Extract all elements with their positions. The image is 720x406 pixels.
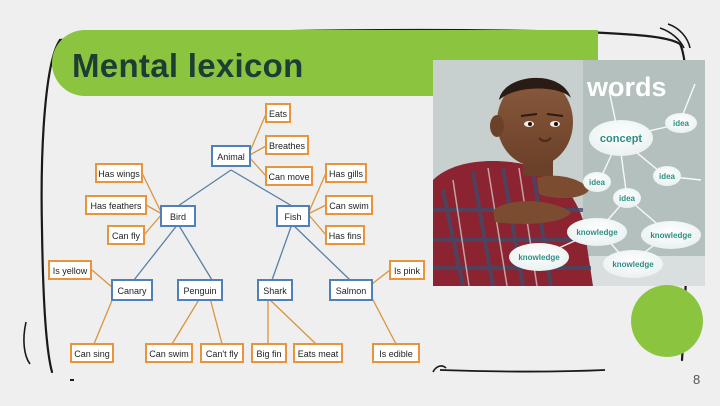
- bubble-concept: concept: [589, 120, 653, 156]
- node-label: Bird: [170, 212, 186, 222]
- slide-title: Mental lexicon: [72, 47, 304, 84]
- edge-bird-has-wings: [141, 172, 163, 215]
- node-has-wings: Has wings: [95, 163, 143, 183]
- node-can-move: Can move: [265, 166, 313, 186]
- bubble-knowledge-2: knowledge: [641, 221, 701, 249]
- bubble-idea-4: idea: [653, 166, 681, 186]
- node-label: Eats: [269, 109, 288, 119]
- edge-animal-fish: [230, 169, 293, 207]
- edge-canary-can-sing: [93, 297, 114, 345]
- node-label: Has gills: [329, 169, 364, 179]
- edge-fish-can-swim: [307, 204, 327, 215]
- node-has-gills: Has gills: [325, 163, 367, 183]
- node-shark: Shark: [257, 279, 293, 301]
- node-label: Fish: [284, 212, 301, 222]
- node-label: Is yellow: [53, 266, 88, 276]
- bubble-label: idea: [619, 194, 636, 203]
- bubble-label: knowledge: [612, 260, 654, 269]
- node-has-fins: Has fins: [325, 225, 365, 245]
- node-label: Animal: [217, 152, 245, 162]
- node-label: Penguin: [183, 286, 216, 296]
- edge-shark-eats-meat: [267, 297, 317, 345]
- edge-penguin-cant-fly: [209, 297, 223, 345]
- bubble-knowledge-4: knowledge: [603, 250, 663, 278]
- node-fish: Fish: [276, 205, 310, 227]
- node-animal: Animal: [211, 145, 251, 167]
- node-label: Is pink: [394, 266, 421, 276]
- edge-animal-bird: [177, 169, 232, 207]
- bubble-knowledge-1: knowledge: [567, 218, 627, 246]
- edge-salmon-is-pink: [371, 269, 391, 285]
- node-is-pink: Is pink: [389, 260, 425, 280]
- node-label: Shark: [263, 286, 287, 296]
- edge-canary-is-yellow: [91, 269, 114, 289]
- bubble-knowledge-3: knowledge: [509, 243, 569, 271]
- node-breathes: Breathes: [265, 135, 309, 155]
- bubble-label: knowledge: [518, 253, 560, 262]
- node-bird: Bird: [160, 205, 196, 227]
- bubble-label: idea: [673, 119, 690, 128]
- edge-penguin-can-swim: [171, 297, 201, 345]
- node-can-fly: Can fly: [107, 225, 145, 245]
- node-label: Can swim: [329, 201, 369, 211]
- edge-fish-salmon: [291, 223, 351, 281]
- node-can-sing: Can sing: [70, 343, 114, 363]
- bubble-label: idea: [659, 172, 676, 181]
- bubble-idea-2: idea: [583, 172, 611, 192]
- node-is-edible: Is edible: [372, 343, 420, 363]
- bubble-label: idea: [589, 178, 606, 187]
- page-number: 8: [693, 372, 701, 387]
- node-is-yellow: Is yellow: [48, 260, 92, 280]
- node-label: Canary: [117, 286, 147, 296]
- node-eats-meat: Eats meat: [293, 343, 343, 363]
- bubble-idea-3: idea: [613, 188, 641, 208]
- node-cant-fly: Can't fly: [200, 343, 244, 363]
- node-big-fin: Big fin: [251, 343, 287, 363]
- edge-salmon-is-edible: [371, 297, 397, 345]
- node-label: Can't fly: [206, 349, 239, 359]
- node-salmon: Salmon: [329, 279, 373, 301]
- edge-bird-has-feathers: [145, 204, 163, 215]
- node-canary: Canary: [111, 279, 153, 301]
- bubble-idea-1: idea: [665, 113, 697, 133]
- node-label: Can move: [268, 172, 309, 182]
- node-label: Has feathers: [90, 201, 142, 211]
- node-label: Can sing: [74, 349, 110, 359]
- node-label: Breathes: [269, 141, 306, 151]
- bubble-label: knowledge: [650, 231, 692, 240]
- node-label: Can fly: [112, 231, 141, 241]
- edge-fish-has-fins: [307, 213, 327, 236]
- edge-bird-can-fly: [143, 213, 163, 236]
- bubble-label: knowledge: [576, 228, 618, 237]
- node-label: Eats meat: [298, 349, 339, 359]
- node-label: Salmon: [336, 286, 367, 296]
- decorative-green-circle: [631, 285, 703, 357]
- node-label: Big fin: [256, 349, 281, 359]
- node-penguin: Penguin: [177, 279, 223, 301]
- node-label: Has wings: [98, 169, 140, 179]
- edge-fish-shark: [271, 223, 293, 281]
- node-label: Can swim: [149, 349, 189, 359]
- photo-illustration: words concept idea idea idea idea: [433, 60, 705, 286]
- photo-child-word-cloud: words concept idea idea idea idea: [433, 60, 705, 286]
- edge-bird-canary: [133, 223, 179, 281]
- node-label: Is edible: [379, 349, 413, 359]
- node-label: Has fins: [329, 231, 362, 241]
- node-eats: Eats: [265, 103, 291, 123]
- node-has-feathers: Has feathers: [85, 195, 147, 215]
- word-cloud-title: words: [586, 72, 667, 102]
- node-can-swim-penguin: Can swim: [145, 343, 193, 363]
- node-can-swim-fish: Can swim: [325, 195, 373, 215]
- edge-fish-has-gills: [307, 172, 327, 215]
- bubble-label: concept: [600, 133, 643, 145]
- edge-bird-penguin: [177, 223, 213, 281]
